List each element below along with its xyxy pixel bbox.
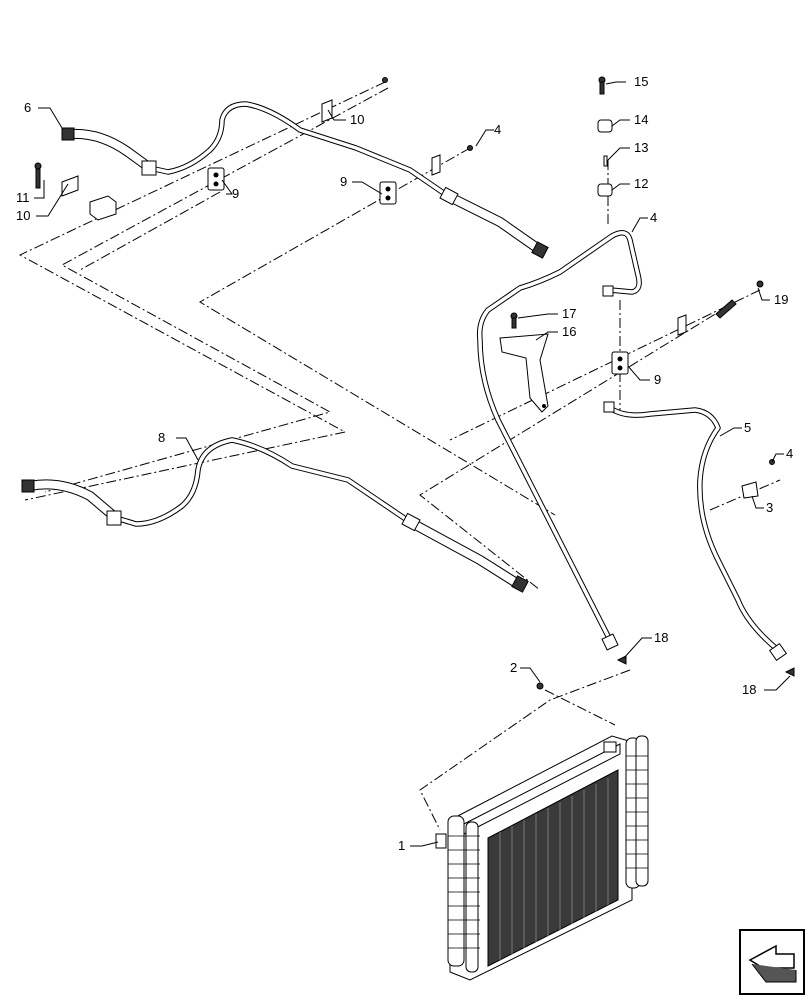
callout-16: 16: [562, 324, 576, 339]
callout-2: 2: [510, 660, 517, 675]
callout-10-left: 10: [16, 208, 30, 223]
plate-10-top: [321, 99, 333, 123]
callout-15: 15: [634, 74, 648, 89]
callout-8: 8: [158, 430, 165, 445]
callout-11: 11: [16, 190, 30, 205]
callout-9-left: 9: [232, 186, 239, 201]
clamp-9-left: [207, 167, 225, 191]
block-left: [89, 195, 117, 221]
oil-cooler: [435, 735, 649, 981]
clamp-9-mid: [379, 181, 397, 205]
callout-7: 6: [24, 100, 31, 115]
assembly-guide-lines: [18, 81, 781, 831]
callout-4-right: 4: [786, 446, 793, 461]
bracket-16: [499, 333, 549, 413]
callout-6: 5: [744, 420, 751, 435]
callout-19: 19: [774, 292, 788, 307]
tube-5: [476, 230, 642, 651]
callout-labels: 6 11 10 10 4 9 9 15 14 13 12 4 19 17 16 …: [16, 74, 793, 853]
callout-12: 12: [634, 176, 648, 191]
callout-17: 17: [562, 306, 576, 321]
callout-9-right: 9: [654, 372, 661, 387]
clamp-9-right: [611, 351, 629, 375]
callout-5: 4: [650, 210, 657, 225]
callout-1: 1: [398, 838, 405, 853]
callout-9-mid: 9: [340, 174, 347, 189]
callout-10-top: 10: [350, 112, 364, 127]
callout-13: 13: [634, 140, 648, 155]
leader-lines: [34, 81, 791, 847]
callout-18-right: 18: [742, 682, 756, 697]
tube-8: [21, 437, 529, 593]
callout-4-top: 4: [494, 122, 501, 137]
callout-3: 3: [766, 500, 773, 515]
callout-14: 14: [634, 112, 648, 127]
callout-18-left: 18: [654, 630, 668, 645]
plate-small: [431, 154, 687, 336]
tube-6: [603, 401, 788, 662]
plate-10-left: [61, 175, 79, 197]
page-turn-arrow-icon[interactable]: [739, 929, 805, 995]
tube-7: [61, 101, 549, 259]
